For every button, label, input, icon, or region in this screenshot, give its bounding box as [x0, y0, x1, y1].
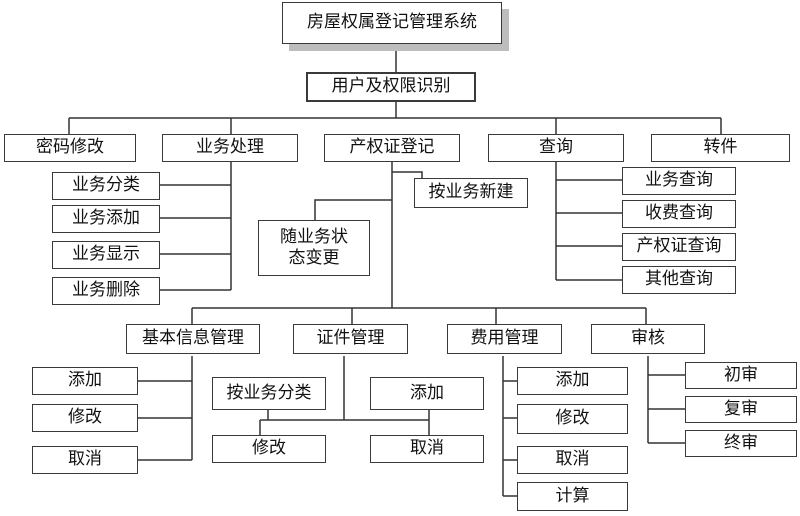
business-module-label: 业务处理	[196, 137, 264, 158]
root-box: 房屋权属登记管理系统	[282, 2, 502, 44]
business-item-label: 业务添加	[72, 208, 140, 229]
business-item-3: 业务删除	[52, 277, 160, 305]
basic-info-item-label: 取消	[68, 449, 102, 470]
certificate-cancel-label: 取消	[410, 438, 444, 459]
query-item-label: 收费查询	[645, 203, 713, 224]
registration-module: 产权证登记	[324, 134, 460, 162]
fee-item-3: 计算	[517, 482, 628, 511]
fee-label: 费用管理	[470, 328, 539, 349]
business-item-label: 业务显示	[72, 244, 140, 265]
fee-item-label: 修改	[555, 408, 590, 429]
certificate-add-label: 添加	[410, 382, 444, 403]
certificate-add: 添加	[370, 377, 484, 410]
review-item-2: 终审	[685, 430, 797, 457]
basic-info-item-label: 修改	[68, 407, 102, 428]
review-item-0: 初审	[685, 362, 797, 389]
basic-info-item-2: 取消	[32, 446, 138, 474]
basic-info-module: 基本信息管理	[126, 324, 260, 354]
auth-box: 用户及权限识别	[306, 72, 476, 102]
new-by-business-label: 按业务新建	[428, 182, 514, 203]
basic-info-item-1: 修改	[32, 404, 138, 432]
review-item-label: 复审	[724, 398, 758, 419]
business-item-0: 业务分类	[52, 172, 160, 200]
new-by-business-box: 按业务新建	[414, 178, 528, 208]
certificate-cancel: 取消	[370, 435, 484, 463]
basic-info-item-label: 添加	[68, 370, 102, 391]
certificate-module: 证件管理	[293, 324, 408, 354]
status-change-label: 随业务状态变更	[280, 226, 348, 268]
query-item-1: 收费查询	[622, 200, 736, 228]
business-item-1: 业务添加	[52, 205, 160, 233]
business-module: 业务处理	[162, 134, 298, 162]
registration-module-label: 产权证登记	[349, 137, 435, 158]
fee-item-label: 取消	[555, 449, 590, 470]
certificate-modify-label: 修改	[252, 438, 286, 459]
certificate-modify: 修改	[212, 435, 326, 463]
business-item-label: 业务分类	[72, 175, 140, 196]
password-module-label: 密码修改	[36, 137, 104, 158]
query-module-label: 查询	[539, 137, 573, 158]
review-label: 审核	[631, 328, 665, 349]
fee-item-label: 计算	[555, 485, 590, 506]
fee-item-0: 添加	[517, 367, 628, 395]
root-label: 房屋权属登记管理系统	[307, 12, 477, 33]
query-item-3: 其他查询	[622, 266, 736, 294]
business-item-2: 业务显示	[52, 241, 160, 269]
password-module: 密码修改	[4, 134, 136, 162]
query-item-0: 业务查询	[622, 167, 736, 195]
basic-info-item-0: 添加	[32, 367, 138, 395]
query-item-label: 其他查询	[645, 269, 713, 290]
review-item-label: 初审	[724, 364, 758, 385]
query-item-2: 产权证查询	[622, 233, 736, 261]
certificate-label: 证件管理	[316, 328, 385, 349]
certificate-by-category-label: 按业务分类	[226, 382, 312, 403]
status-change-box: 随业务状态变更	[258, 220, 370, 276]
auth-label: 用户及权限识别	[331, 76, 451, 97]
review-item-1: 复审	[685, 396, 797, 423]
review-item-label: 终审	[724, 432, 758, 453]
certificate-by-category: 按业务分类	[212, 377, 326, 410]
query-module: 查询	[488, 134, 624, 162]
fee-module: 费用管理	[447, 324, 562, 354]
query-item-label: 产权证查询	[636, 236, 722, 257]
review-module: 审核	[591, 324, 705, 354]
query-item-label: 业务查询	[645, 170, 713, 191]
basic-info-label: 基本信息管理	[142, 328, 244, 349]
transfer-module-label: 转件	[703, 137, 738, 158]
fee-item-label: 添加	[555, 370, 590, 391]
fee-item-1: 修改	[517, 404, 628, 434]
fee-item-2: 取消	[517, 446, 628, 474]
transfer-module: 转件	[651, 134, 790, 162]
business-item-label: 业务删除	[72, 280, 140, 301]
